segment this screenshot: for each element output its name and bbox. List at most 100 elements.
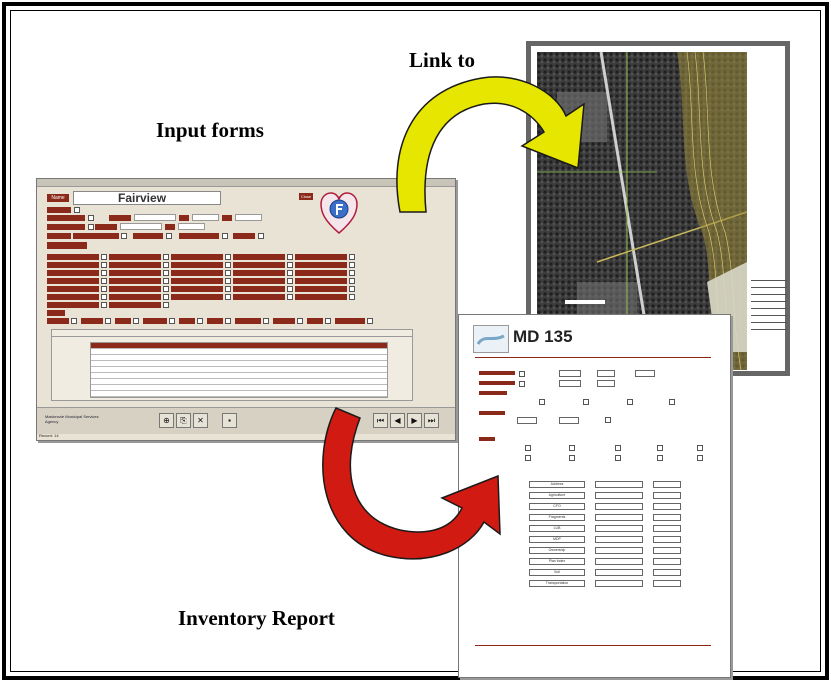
record-number: 14: [54, 433, 59, 438]
feature-checkbox[interactable]: [163, 270, 169, 276]
tab-strip[interactable]: [52, 330, 412, 337]
save-icon[interactable]: ▪: [222, 413, 237, 428]
prev-record-icon[interactable]: ◀: [390, 413, 405, 428]
feature-checkbox[interactable]: [225, 278, 231, 284]
feature-checkbox[interactable]: [225, 286, 231, 292]
feature-checkbox[interactable]: [101, 294, 107, 300]
report-row-value: [595, 503, 643, 510]
field-input[interactable]: [178, 223, 205, 230]
report-row-value: [595, 558, 643, 565]
feature-checkbox[interactable]: [349, 270, 355, 276]
map-checkbox[interactable]: [169, 318, 175, 324]
field-checkbox[interactable]: [121, 233, 127, 239]
field-label: [47, 224, 85, 230]
feature-checkbox[interactable]: [287, 278, 293, 284]
caption-input-forms: Input forms: [156, 118, 264, 142]
subform-grid[interactable]: [90, 342, 388, 398]
feature-checkbox[interactable]: [101, 278, 107, 284]
field-checkbox[interactable]: [88, 215, 94, 221]
name-field[interactable]: Fairview: [73, 191, 221, 205]
table-row[interactable]: [91, 349, 387, 355]
record-navigator[interactable]: Record: 14: [39, 433, 59, 438]
report-row-value: [595, 525, 643, 532]
map-checkbox[interactable]: [225, 318, 231, 324]
delete-record-button[interactable]: ✕: [193, 413, 208, 428]
feature-checkbox[interactable]: [101, 302, 107, 308]
last-record-icon[interactable]: ⏭: [424, 413, 439, 428]
field-input[interactable]: [235, 214, 262, 221]
feature-checkbox[interactable]: [163, 302, 169, 308]
field-input[interactable]: [134, 214, 176, 221]
map-checkbox[interactable]: [197, 318, 203, 324]
feature-checkbox[interactable]: [225, 294, 231, 300]
feature-checkbox[interactable]: [163, 262, 169, 268]
field-checkbox[interactable]: [88, 224, 94, 230]
map-checkbox[interactable]: [71, 318, 77, 324]
feature-checkbox[interactable]: [287, 270, 293, 276]
feature-checkbox[interactable]: [101, 286, 107, 292]
feature-label: [233, 262, 285, 268]
report-title: MD 135: [513, 327, 573, 346]
feature-checkbox[interactable]: [287, 254, 293, 260]
field-input[interactable]: [120, 223, 162, 230]
map-checkbox[interactable]: [367, 318, 373, 324]
map-checkbox[interactable]: [325, 318, 331, 324]
first-record-icon[interactable]: ⏮: [373, 413, 388, 428]
feature-checkbox[interactable]: [349, 286, 355, 292]
report-row-value: [595, 536, 643, 543]
report-checkbox: [519, 371, 525, 377]
feature-checkbox[interactable]: [349, 262, 355, 268]
feature-checkbox[interactable]: [287, 294, 293, 300]
report-checkbox: [605, 417, 611, 423]
feature-checkbox[interactable]: [101, 254, 107, 260]
report-value-box: [517, 417, 537, 424]
report-row-number: [653, 547, 681, 554]
feature-checkbox[interactable]: [101, 262, 107, 268]
feature-checkbox[interactable]: [225, 270, 231, 276]
table-row[interactable]: [91, 373, 387, 379]
map-checkbox[interactable]: [133, 318, 139, 324]
field-checkbox[interactable]: [166, 233, 172, 239]
report-checkbox: [615, 455, 621, 461]
feature-checkbox[interactable]: [225, 254, 231, 260]
new-record-button[interactable]: ⊕: [159, 413, 174, 428]
field-checkbox[interactable]: [258, 233, 264, 239]
map-checkbox[interactable]: [105, 318, 111, 324]
feature-checkbox[interactable]: [163, 278, 169, 284]
table-row[interactable]: [91, 361, 387, 367]
table-row[interactable]: [91, 379, 387, 385]
table-row[interactable]: [91, 391, 387, 397]
feature-checkbox[interactable]: [163, 254, 169, 260]
feature-checkbox[interactable]: [349, 254, 355, 260]
feature-checkbox[interactable]: [287, 262, 293, 268]
field-checkbox[interactable]: [222, 233, 228, 239]
feature-label: [295, 262, 347, 268]
next-record-icon[interactable]: ▶: [407, 413, 422, 428]
feature-checkbox[interactable]: [225, 262, 231, 268]
feature-checkbox[interactable]: [101, 270, 107, 276]
table-row[interactable]: [91, 355, 387, 361]
map-label: [81, 318, 103, 324]
grid-header: [91, 343, 387, 349]
feature-checkbox[interactable]: [163, 286, 169, 292]
feature-checkbox[interactable]: [349, 294, 355, 300]
table-row[interactable]: [91, 385, 387, 391]
map-checkbox[interactable]: [263, 318, 269, 324]
copy-record-button[interactable]: ⎘: [176, 413, 191, 428]
report-checkbox: [697, 455, 703, 461]
report-checkbox: [569, 445, 575, 451]
maps-heading: [479, 437, 495, 441]
map-label: [235, 318, 261, 324]
close-button[interactable]: Close: [299, 193, 313, 200]
field-input[interactable]: [192, 214, 219, 221]
report-value-box: [559, 380, 581, 387]
map-checkbox[interactable]: [297, 318, 303, 324]
field-checkbox[interactable]: [74, 207, 80, 213]
report-checkbox: [519, 381, 525, 387]
feature-checkbox[interactable]: [287, 286, 293, 292]
report-thumbnail: [473, 325, 509, 353]
feature-checkbox[interactable]: [349, 278, 355, 284]
table-row[interactable]: [91, 367, 387, 373]
feature-checkbox[interactable]: [163, 294, 169, 300]
report-row-label: Agriculture: [529, 492, 585, 499]
